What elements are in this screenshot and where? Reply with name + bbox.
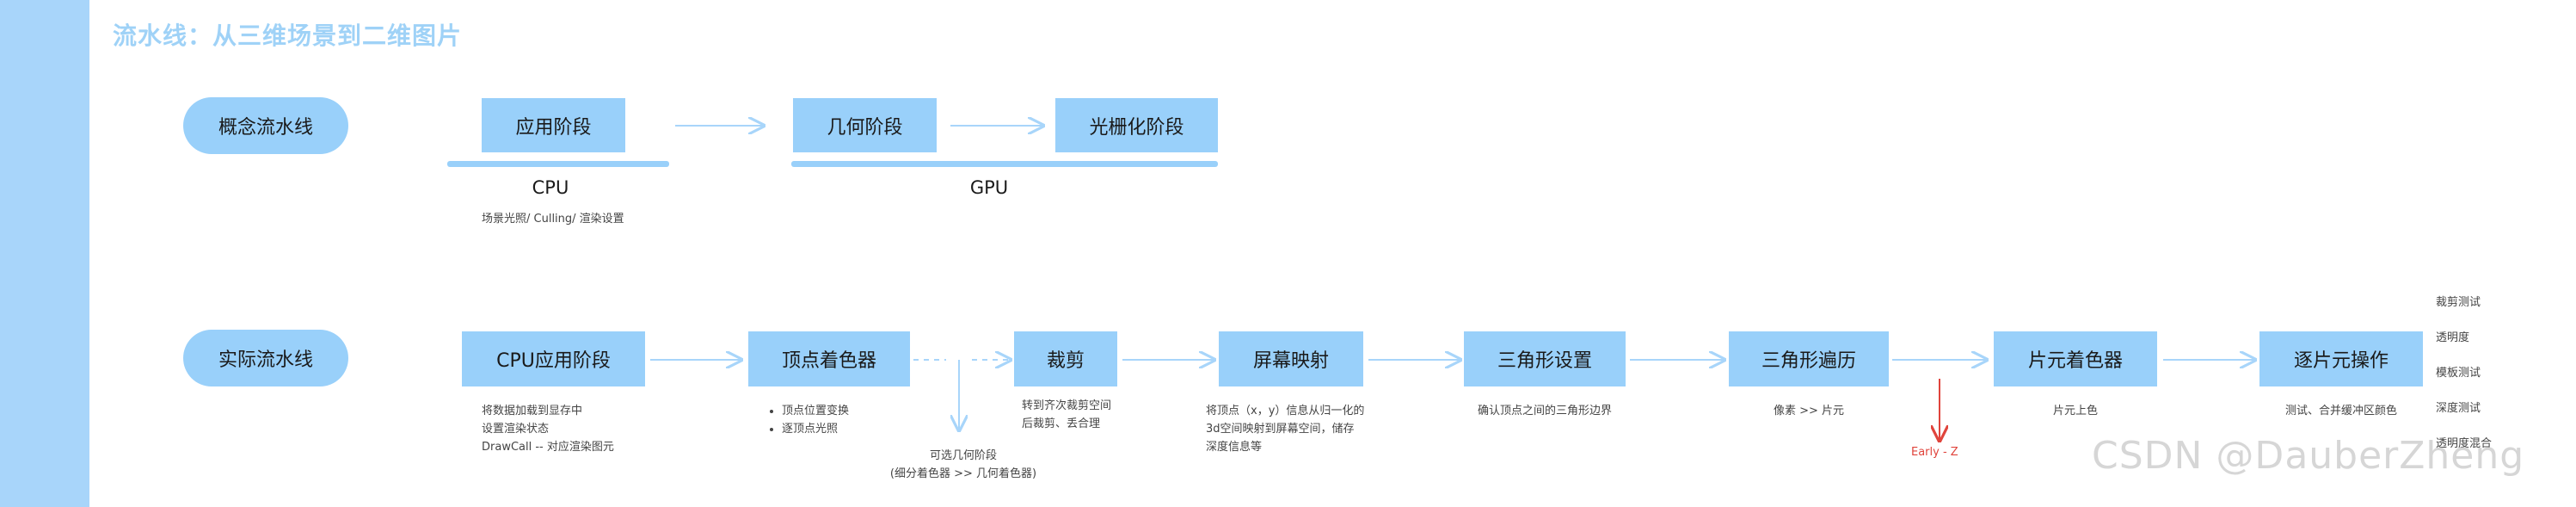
note-optional-line-1: 可选几何阶段 — [929, 449, 997, 462]
watermark: CSDN @DauberZheng — [2092, 434, 2525, 478]
concept-stage-geometry: 几何阶段 — [793, 98, 937, 152]
note-fragment-shader: 片元上色 — [2052, 405, 2098, 417]
note-vertex-item-2: 逐顶点光照 — [782, 420, 849, 438]
note-screen: 将顶点（x，y）信息从归一化的 3d空间映射到屏幕空间，储存 深度信息等 — [1206, 402, 1364, 456]
note-per-fragment: 测试、合并缓冲区颜色 — [2284, 405, 2397, 417]
sidebar-strip — [0, 0, 89, 507]
cpu-bar — [447, 161, 669, 167]
page-title: 流水线：从三维场景到二维图片 — [113, 22, 463, 50]
actual-pipeline-label: 实际流水线 — [183, 330, 348, 386]
early-z-label: Early - Z — [1911, 446, 1958, 459]
gpu-label: GPU — [969, 177, 1009, 198]
note-clip-line-1: 转到齐次裁剪空间 — [1022, 399, 1112, 412]
note-optional: 可选几何阶段 (细分着色器 >> 几何着色器) — [877, 447, 1049, 483]
per-frag-op-5: 透明度混合 — [2436, 437, 2493, 450]
per-frag-op-2: 透明度 — [2436, 331, 2470, 344]
note-cpu-line-2: 设置渲染状态 — [482, 423, 550, 436]
note-cpu: 将数据加载到显存中 设置渲染状态 DrawCall -- 对应渲染图元 — [482, 402, 614, 456]
cpu-label: CPU — [532, 177, 569, 198]
stage-clipping: 裁剪 — [1014, 331, 1117, 386]
note-screen-line-3: 深度信息等 — [1206, 441, 1263, 454]
per-frag-op-1: 裁剪测试 — [2436, 296, 2481, 309]
per-frag-op-4: 深度测试 — [2436, 402, 2481, 415]
concept-stage-application: 应用阶段 — [482, 98, 625, 152]
stage-per-fragment-ops: 逐片元操作 — [2259, 331, 2423, 386]
note-vertex-item-1: 顶点位置变换 — [782, 402, 849, 420]
stage-triangle-traversal: 三角形遍历 — [1729, 331, 1889, 386]
note-cpu-line-3: DrawCall -- 对应渲染图元 — [482, 441, 614, 454]
note-optional-line-2: (细分着色器 >> 几何着色器) — [889, 467, 1037, 480]
note-vertex: 顶点位置变换 逐顶点光照 — [768, 402, 849, 438]
note-triangle-setup: 确认顶点之间的三角形边界 — [1477, 405, 1612, 417]
note-screen-line-1: 将顶点（x，y）信息从归一化的 — [1206, 405, 1365, 417]
stage-cpu-application: CPU应用阶段 — [462, 331, 645, 386]
note-clip: 转到齐次裁剪空间 后裁剪、丢合理 — [1022, 397, 1111, 433]
note-clip-line-2: 后裁剪、丢合理 — [1022, 417, 1101, 430]
note-cpu-line-1: 将数据加载到显存中 — [482, 405, 583, 417]
per-frag-op-3: 模板测试 — [2436, 367, 2481, 380]
cpu-note: 场景光照/ Culling/ 渲染设置 — [482, 213, 624, 226]
gpu-bar — [791, 161, 1218, 167]
stage-triangle-setup: 三角形设置 — [1464, 331, 1626, 386]
note-screen-line-2: 3d空间映射到屏幕空间，储存 — [1206, 423, 1355, 436]
concept-stage-raster: 光栅化阶段 — [1055, 98, 1218, 152]
stage-vertex-shader: 顶点着色器 — [748, 331, 910, 386]
stage-fragment-shader: 片元着色器 — [1994, 331, 2157, 386]
note-triangle-traversal: 像素 >> 片元 — [1773, 405, 1845, 417]
stage-screen-mapping: 屏幕映射 — [1219, 331, 1363, 386]
concept-pipeline-label: 概念流水线 — [183, 97, 348, 154]
